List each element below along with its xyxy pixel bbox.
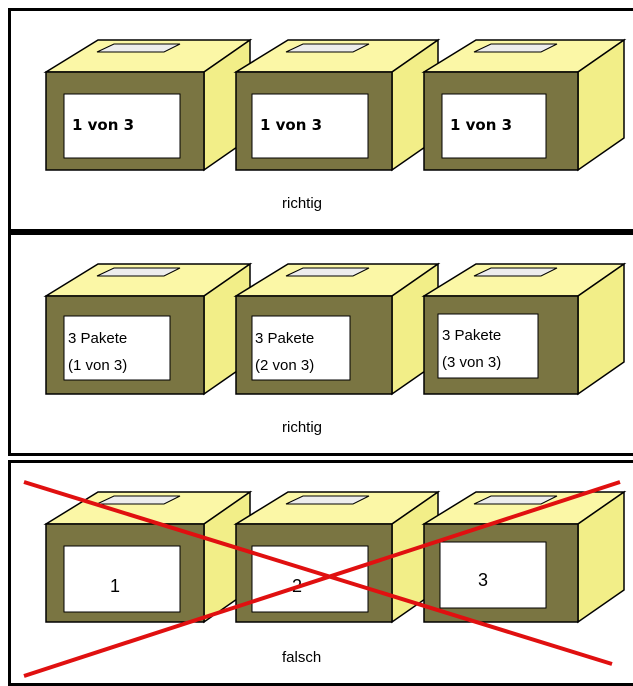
box-1: 3 Pakete (1 von 3) [43, 262, 253, 396]
box-label-line2: (3 von 3) [442, 354, 501, 371]
box-label: 1 von 3 [72, 116, 134, 134]
panel-3-boxes: 1 2 3 [43, 490, 627, 624]
box-label-line1: 3 Pakete [255, 330, 314, 347]
box-2: 1 von 3 [233, 38, 441, 172]
box-label-line2: (1 von 3) [68, 357, 127, 374]
box-1: 1 von 3 [43, 38, 253, 172]
box-3: 3 [421, 490, 627, 624]
box-label: 1 [110, 576, 120, 596]
panel-1-boxes: 1 von 3 1 von 3 1 von 3 [43, 38, 627, 172]
cross-out-mark [23, 480, 621, 678]
box-label: 1 von 3 [260, 116, 322, 134]
box-3: 1 von 3 [421, 38, 627, 172]
box-label-line2: (2 von 3) [255, 357, 314, 374]
box-label: 1 von 3 [450, 116, 512, 134]
panel-2-boxes: 3 Pakete (1 von 3) 3 Pakete (2 von 3) 3 … [43, 262, 627, 396]
box-2: 3 Pakete (2 von 3) [233, 262, 441, 396]
box-label-line1: 3 Pakete [68, 330, 127, 347]
box-1: 1 [43, 490, 253, 624]
box-label: 3 [478, 570, 488, 590]
box-label-line1: 3 Pakete [442, 327, 501, 344]
caption-richtig: richtig [282, 419, 322, 436]
box-3: 3 Pakete (3 von 3) [421, 262, 627, 396]
caption-richtig: richtig [282, 195, 322, 212]
caption-falsch: falsch [282, 649, 321, 666]
